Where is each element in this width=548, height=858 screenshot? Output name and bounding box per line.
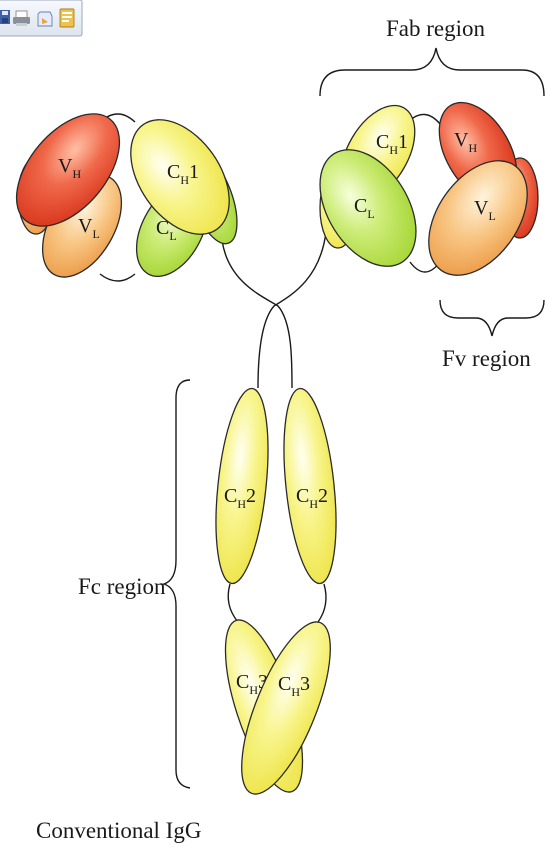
ch2-domain-right: CH2 <box>276 386 344 586</box>
left-fab-arm: CL CH1 VL VH <box>0 95 249 290</box>
toolbar <box>0 0 82 36</box>
fc-domains: CH2 CH2 CH3 CH3 <box>208 386 348 805</box>
diagram-title: Conventional IgG <box>36 818 201 843</box>
save-icon[interactable] <box>0 10 10 24</box>
attach-icon[interactable] <box>38 12 52 26</box>
document-icon[interactable] <box>60 9 74 27</box>
fc-region-label: Fc region <box>78 574 166 599</box>
ch2-domain-left: CH2 <box>208 386 276 586</box>
right-fab-arm: CH1 CL VH VL <box>300 89 547 293</box>
fab-region-bracket <box>320 48 544 96</box>
fab-region-label: Fab region <box>386 16 486 41</box>
fc-region-bracket <box>164 380 190 788</box>
fv-region-label: Fv region <box>442 346 531 371</box>
fv-region-bracket <box>440 300 544 336</box>
